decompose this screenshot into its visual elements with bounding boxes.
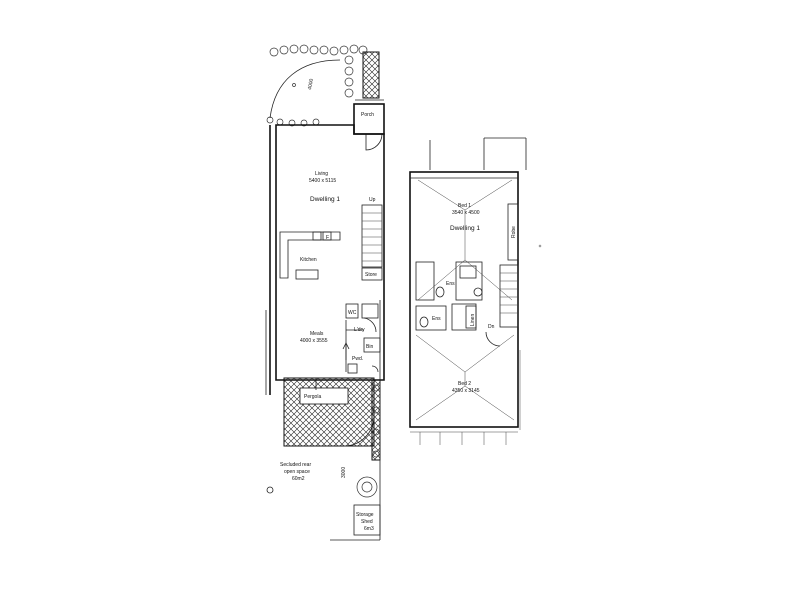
storage-shed: Storage Shed 6m3: [330, 476, 381, 541]
fridge-label: F: [326, 235, 329, 241]
front-hedge: [266, 44, 384, 127]
ensuite2-label: Ens: [432, 316, 441, 322]
living-size: 5400 x 5115: [309, 178, 336, 184]
ensuite-label: Ens: [446, 281, 455, 287]
open-space-label-3: 60m2: [292, 476, 305, 482]
side-fence: [371, 300, 381, 540]
shed-label-3: 6m3: [364, 526, 374, 532]
first-floor-plan: Bed 1 3540 x 4500 Dwelling 1 Robe Ens Dn: [409, 137, 542, 445]
open-space-label-2: open space: [284, 469, 310, 475]
ground-floor-plan: 4000 Porch Living 5400 x 5115 Dwelling 1…: [265, 44, 385, 541]
pergola-label: Pergola: [304, 394, 321, 400]
front-garden-arc: [269, 59, 341, 119]
open-space-label-1: Secluded rear: [280, 462, 311, 468]
porch: Porch: [353, 103, 385, 151]
powder-label: Pwd.: [352, 356, 363, 362]
rear-post: [266, 486, 274, 494]
dimension-rear: 3000: [341, 467, 347, 478]
stairs-first: Dn: [488, 264, 519, 330]
laundry-label: L'dry: [354, 327, 365, 333]
kitchen: F Kitchen Store: [279, 231, 383, 281]
bed2-label: Bed 2: [458, 381, 471, 387]
shed-label-1: Storage: [356, 512, 374, 518]
store-label: Store: [365, 272, 377, 278]
living-label: Living: [315, 171, 328, 177]
dimension-front: 4000: [307, 78, 315, 90]
ensuite-2: Ens Linen: [415, 303, 501, 347]
dwelling-label-first: Dwelling 1: [450, 225, 480, 232]
stairs-down-label: Dn: [488, 324, 495, 330]
dwelling-label-ground: Dwelling 1: [310, 196, 340, 203]
ground-floor-outline: [275, 124, 385, 381]
porch-label: Porch: [361, 112, 374, 118]
wc-label: WC: [348, 310, 357, 316]
meals-label: Meals: [310, 331, 324, 337]
pergola: Pergola: [283, 377, 375, 447]
bed2-size: 4350 x 3145: [452, 388, 480, 394]
stairs-up-label: Up: [369, 197, 376, 203]
stairs-ground: Up: [361, 197, 383, 268]
bed1-size: 3540 x 4500: [452, 210, 480, 216]
bed1-label: Bed 1: [458, 203, 471, 209]
shed-label-2: Shed: [361, 519, 373, 525]
linen-label: Linen: [470, 314, 476, 326]
bin-label: Bin: [366, 344, 373, 350]
kitchen-label: Kitchen: [300, 257, 317, 263]
laundry-area: WC Bin L'dry Pwd.: [342, 303, 381, 374]
ensuite-1: Ens: [415, 261, 483, 301]
robe-label: Robe: [511, 226, 517, 238]
meals-size: 4000 x 3555: [300, 338, 328, 344]
